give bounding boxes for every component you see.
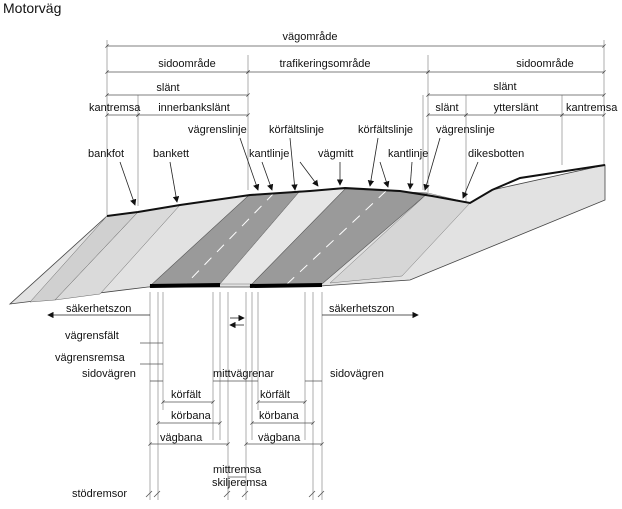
- label-korfaltslinje-left: körfältslinje: [269, 124, 324, 136]
- edge-stripe-right: [249, 283, 323, 288]
- dimension-vagbana-right: vägbana: [244, 432, 324, 446]
- label-sidovagren-left: sidovägren: [82, 368, 136, 380]
- dimension-innerbankslant: innerbankslänt: [136, 102, 250, 117]
- dimension-sidoomrade-right: sidoområde: [426, 58, 606, 74]
- label-korbana-left: körbana: [171, 410, 212, 422]
- label-dikesbotten: dikesbotten: [468, 148, 524, 160]
- dimension-sidoomrade-left: sidoområde: [105, 58, 250, 74]
- label-sidoomrade-right: sidoområde: [516, 58, 573, 70]
- sakerhetszon-right: säkerhetszon: [322, 303, 419, 319]
- label-vagmitt: vägmitt: [318, 148, 353, 160]
- label-kantlinje-right: kantlinje: [388, 148, 428, 160]
- label-mittremsa: mittremsa: [213, 464, 262, 476]
- label-kantremsa-right: kantremsa: [566, 102, 618, 114]
- label-sidoomrade-left: sidoområde: [158, 58, 215, 70]
- dimension-korbana-right: körbana: [250, 410, 315, 425]
- label-mittvagrenar: mittvägrenar: [213, 368, 274, 380]
- dimension-slant-left: slänt: [105, 82, 250, 97]
- dimension-korbana-left: körbana: [156, 410, 222, 425]
- label-korfalt-left: körfält: [171, 389, 201, 401]
- label-vagrenslinje-left: vägrenslinje: [188, 124, 247, 136]
- dimension-kantremsa-right: kantremsa: [560, 102, 618, 117]
- label-trafikeringsomrade: trafikeringsområde: [279, 58, 370, 70]
- label-bankfot: bankfot: [88, 148, 124, 160]
- label-korfaltslinje-right: körfältslinje: [358, 124, 413, 136]
- page-title: Motorväg: [3, 0, 61, 16]
- label-korbana-right: körbana: [259, 410, 300, 422]
- lane-dash-right: [285, 190, 387, 286]
- label-kantremsa-left: kantremsa: [89, 102, 141, 114]
- label-slant-right-inner: slänt: [435, 102, 458, 114]
- stodremsor-ticks: [145, 490, 325, 498]
- label-vagbana-left: vägbana: [160, 432, 203, 444]
- lane-dash-left: [184, 192, 275, 286]
- label-vagrensfalt: vägrensfält: [65, 330, 119, 342]
- dimension-korfalt-left: körfält: [161, 389, 215, 404]
- road-body: [8, 164, 606, 305]
- label-kantlinje-left: kantlinje: [249, 148, 289, 160]
- lower-extension-lines: [149, 292, 323, 500]
- dimension-kantremsa-left: kantremsa: [89, 102, 141, 117]
- label-skiljeremsa: skiljeremsa: [212, 477, 268, 489]
- edge-stripe-left: [149, 283, 221, 288]
- label-vagbana-right: vägbana: [258, 432, 301, 444]
- label-stodremsor: stödremsor: [72, 488, 127, 500]
- dimension-trafikeringsomrade: trafikeringsområde: [246, 58, 430, 74]
- label-slant-right: slänt: [493, 81, 516, 93]
- traffic-direction-arrows: [229, 314, 245, 329]
- upper-extension-lines: [106, 40, 605, 215]
- sakerhetszon-left: säkerhetszon: [47, 303, 150, 319]
- dimension-ytterslant: ytterslänt: [464, 102, 564, 117]
- label-ytterslant: ytterslänt: [494, 102, 539, 114]
- label-bankett: bankett: [153, 148, 189, 160]
- dimension-slant-right-inner: slänt: [426, 102, 468, 117]
- label-vagomrade: vägområde: [282, 31, 337, 43]
- dimension-vagomrade: vägområde: [105, 31, 606, 48]
- dimension-slant-right: slänt: [426, 81, 606, 97]
- dimension-korfalt-right: körfält: [256, 389, 307, 404]
- label-vagrenslinje-right: vägrenslinje: [436, 124, 495, 136]
- label-vagrensremsa: vägrensremsa: [55, 352, 126, 364]
- label-slant-left: slänt: [156, 82, 179, 94]
- road-profile-line: [106, 164, 606, 217]
- label-sidovagren-right: sidovägren: [330, 368, 384, 380]
- dimension-vagbana-left: vägbana: [148, 432, 230, 446]
- label-sakerhetszon-right: säkerhetszon: [329, 303, 394, 315]
- label-korfalt-right: körfält: [260, 389, 290, 401]
- label-innerbankslant: innerbankslänt: [158, 102, 230, 114]
- label-sakerhetszon-left: säkerhetszon: [66, 303, 131, 315]
- feature-labels: vägrenslinje körfältslinje körfältslinje…: [88, 124, 524, 206]
